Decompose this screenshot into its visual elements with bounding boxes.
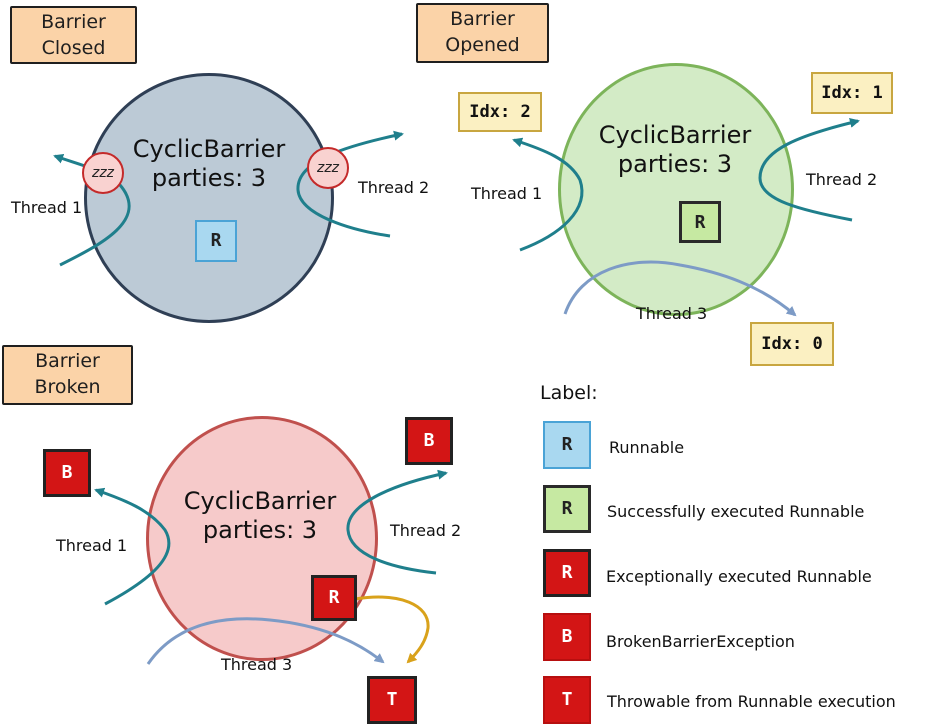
tag-line: Broken — [34, 376, 101, 398]
tag-line: Closed — [41, 37, 106, 59]
broken-thread2-label: Thread 2 — [390, 521, 462, 540]
opened-thread1-label: Thread 1 — [471, 184, 543, 203]
barrier-broken-tag: Barrier Broken — [2, 345, 133, 405]
closed-runnable-box: R — [195, 220, 237, 262]
tag-line: Barrier — [35, 350, 100, 372]
closed-barrier-circle — [84, 73, 334, 323]
opened-runnable-box: R — [679, 201, 721, 243]
legend-broken-text: BrokenBarrierException — [606, 632, 795, 651]
opened-thread1-index-badge: Idx: 2 — [458, 92, 542, 132]
legend-throwable-box: T — [543, 676, 591, 724]
broken-thread3-arrow — [146, 617, 385, 665]
broken-thread1-exception-box: B — [43, 449, 91, 497]
closed-thread1-label: Thread 1 — [11, 198, 83, 217]
broken-runnable-box: R — [311, 575, 357, 621]
exception-arrow — [354, 595, 430, 664]
broken-thread3-label: Thread 3 — [221, 655, 293, 674]
broken-thread1-label: Thread 1 — [56, 536, 128, 555]
opened-thread2-arrow — [758, 118, 860, 222]
tag-line: Barrier — [450, 8, 515, 30]
opened-thread3-arrow — [563, 260, 797, 317]
barrier-opened-tag: Barrier Opened — [416, 3, 549, 63]
broken-thread1-arrow — [94, 487, 171, 606]
broken-barrier-title: CyclicBarrier parties: 3 — [183, 487, 337, 544]
throwable-box: T — [367, 676, 417, 724]
legend-exceptional-box: R — [543, 549, 591, 597]
legend-runnable-box: R — [543, 421, 591, 469]
legend-throwable-text: Throwable from Runnable execution — [607, 692, 896, 711]
opened-thread2-label: Thread 2 — [806, 170, 878, 189]
broken-thread2-arrow — [346, 469, 448, 575]
opened-thread1-arrow — [512, 137, 584, 252]
opened-thread3-label: Thread 3 — [636, 304, 708, 323]
tag-line: Barrier — [41, 11, 106, 33]
legend-runnable-text: Runnable — [609, 438, 685, 457]
closed-thread2-arrow — [296, 130, 404, 238]
closed-thread2-label: Thread 2 — [358, 178, 430, 197]
legend-broken-box: B — [543, 613, 591, 661]
broken-thread2-exception-box: B — [405, 417, 453, 465]
legend-exceptional-text: Exceptionally executed Runnable — [606, 567, 872, 586]
opened-thread3-index-badge: Idx: 0 — [750, 322, 834, 366]
closed-thread1-sleep-icon: zzz — [82, 152, 124, 194]
closed-thread2-sleep-icon: zzz — [307, 147, 349, 189]
opened-barrier-title: CyclicBarrier parties: 3 — [598, 121, 752, 178]
closed-barrier-title: CyclicBarrier parties: 3 — [132, 135, 286, 192]
legend-title: Label: — [540, 382, 598, 404]
tag-line: Opened — [445, 34, 520, 56]
opened-thread2-index-badge: Idx: 1 — [811, 72, 893, 114]
barrier-closed-tag: Barrier Closed — [10, 6, 137, 64]
legend-success-text: Successfully executed Runnable — [607, 502, 865, 521]
legend-success-box: R — [543, 485, 591, 533]
